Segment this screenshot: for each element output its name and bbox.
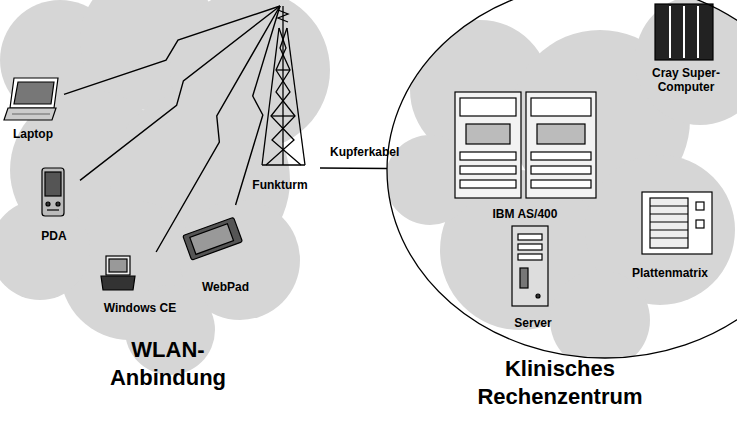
as400-icon — [455, 92, 596, 198]
server-icon — [512, 226, 548, 306]
device-label: Laptop — [13, 128, 53, 142]
connector — [156, 6, 280, 252]
device-label: IBM AS/400 — [493, 208, 558, 222]
wlan-cloud — [0, 0, 330, 375]
device-label: PDA — [41, 230, 66, 244]
datacenter-cloud — [385, 0, 737, 370]
laptop-icon — [4, 78, 58, 120]
disk-array-icon — [642, 192, 712, 254]
handheld-node: Windows CE — [78, 252, 202, 316]
device-label: WebPad — [202, 281, 249, 295]
device-label: Server — [514, 317, 551, 331]
device-label: Funkturm — [252, 179, 307, 193]
pda-node: PDA — [28, 162, 80, 244]
tower-node: Funkturm — [240, 6, 320, 193]
datacenter-region: Klinisches RechenzentrumIBM AS/400Server… — [385, 0, 737, 360]
webpad-icon — [183, 217, 243, 260]
radio-tower — [262, 6, 305, 165]
as400-node: IBM AS/400 — [450, 90, 600, 222]
disk-array-node: Plattenmatrix — [610, 187, 730, 281]
handheld-icon — [101, 256, 135, 290]
webpad-node: WebPad — [178, 205, 273, 295]
server-node: Server — [503, 223, 563, 331]
supercomputer-node: Cray Super- Computer — [638, 0, 734, 95]
device-label: Cray Super- Computer — [638, 67, 734, 95]
connector — [64, 6, 280, 94]
cray-icon — [655, 4, 713, 60]
region-title: Klinisches Rechenzentrum — [445, 355, 675, 410]
connector — [320, 168, 387, 169]
region-outline — [385, 0, 737, 360]
area-title: WLAN- Anbindung — [78, 336, 258, 391]
device-label: Plattenmatrix — [632, 267, 708, 281]
connector — [236, 6, 280, 205]
device-label: Windows CE — [104, 302, 177, 316]
laptop-node: Laptop — [2, 72, 64, 142]
pda-icon — [42, 168, 64, 216]
connector — [80, 6, 280, 180]
connector-label: Kupferkabel — [330, 146, 399, 160]
